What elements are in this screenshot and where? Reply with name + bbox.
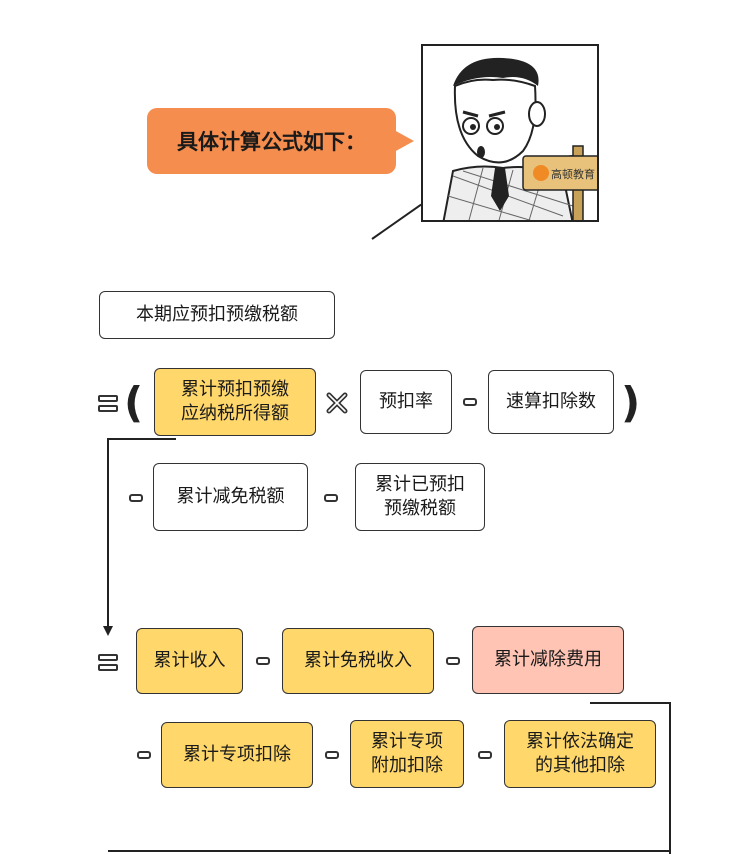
businessman-drawing: 高顿教育 [442,57,597,220]
box-other-legal-deduction: 累计依法确定 的其他扣除 [504,720,656,788]
box-withholding-rate: 预扣率 [360,370,452,434]
box-special-deduction: 累计专项扣除 [161,722,313,788]
bottom-connector [108,850,670,852]
right-paren: ) [621,378,641,427]
connector-line-vertical [107,438,109,628]
multiply-icon [326,392,348,414]
box-special-additional-deduction: 累计专项 附加扣除 [350,720,464,788]
box-cumulative-taxable-income: 累计预扣预缴 应纳税所得额 [154,368,316,436]
formula-callout: 具体计算公式如下： [147,108,414,174]
right-connector-vertical [669,702,671,854]
minus-sign-6 [137,751,151,759]
formula-title: 本期应预扣预缴税额 [136,304,298,325]
callout-text: 具体计算公式如下： [177,130,366,154]
right-connector-horizontal [590,702,670,704]
cartoon-illustration: 高顿教育 [421,44,599,222]
box-cumulative-income: 累计收入 [136,628,243,694]
minus-sign-2 [129,494,143,502]
minus-sign-4 [256,657,270,665]
minus-sign-3 [324,494,338,502]
minus-sign-7 [325,751,339,759]
minus-sign-5 [446,657,460,665]
box-cumulative-prepaid-tax: 累计已预扣 预缴税额 [355,463,485,531]
box-tax-exempt-income: 累计免税收入 [282,628,434,694]
sign-logo-text: 高顿教育 [551,167,595,181]
box-cumulative-deduction-expense: 累计减除费用 [472,626,624,694]
connector-line-horizontal [108,438,176,440]
equals-sign-2 [98,654,118,674]
left-paren: ( [124,378,144,427]
equals-sign-1 [98,395,118,415]
minus-sign-8 [478,751,492,759]
formula-title-box: 本期应预扣预缴税额 [99,291,335,339]
minus-sign-1 [463,398,477,406]
box-quick-deduction: 速算扣除数 [488,370,614,434]
arrow-down-icon [103,626,113,636]
pointer-stick [371,203,422,240]
box-cumulative-tax-relief: 累计减免税额 [153,463,308,531]
